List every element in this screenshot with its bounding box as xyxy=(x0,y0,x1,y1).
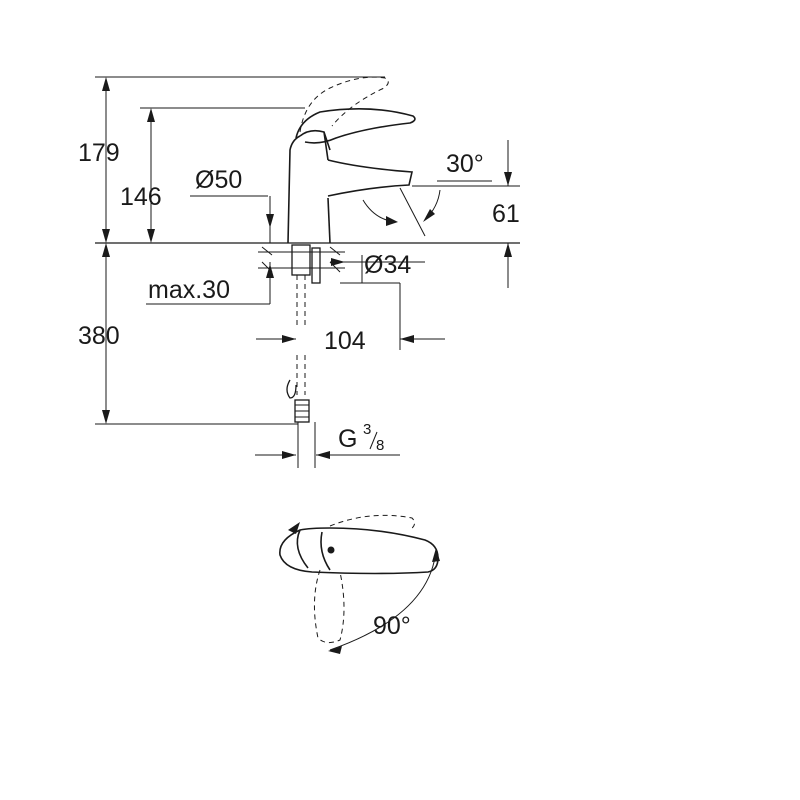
dimension-380: 380 xyxy=(78,243,120,424)
dimension-label-max30: max.30 xyxy=(148,276,230,304)
dimension-label-61: 61 xyxy=(492,200,520,228)
dimension-label-30deg: 30° xyxy=(446,150,484,178)
dimension-label-179: 179 xyxy=(78,139,120,167)
dimension-label-thread: G xyxy=(338,425,357,453)
dimension-d34: Ø34 xyxy=(330,251,425,283)
faucet-body xyxy=(287,76,416,244)
dimension-label-104: 104 xyxy=(324,327,366,355)
dimension-label-d50: Ø50 xyxy=(195,166,242,194)
top-view-body xyxy=(279,527,439,575)
dimension-146: 146 xyxy=(120,108,162,243)
top-view: 90° xyxy=(279,514,440,654)
dimension-label-d34: Ø34 xyxy=(364,251,411,279)
dimension-thread: G 3 8 xyxy=(255,421,400,459)
dimension-label-380: 380 xyxy=(78,322,120,350)
dimension-max30: max.30 xyxy=(146,262,274,305)
dimension-label-thread-denominator: 8 xyxy=(376,437,384,454)
dimension-61: 61 xyxy=(492,140,520,288)
dimension-label-90deg: 90° xyxy=(373,612,411,640)
side-view: 179 146 380 Ø50 max.30 xyxy=(78,76,520,468)
faucet-shank-hose xyxy=(258,244,345,468)
dimension-label-146: 146 xyxy=(120,183,162,211)
dimension-179: 179 xyxy=(78,77,120,243)
dimension-104: 104 xyxy=(256,327,445,355)
indicator-dot xyxy=(327,546,335,554)
dimension-d50: Ø50 xyxy=(190,166,274,243)
dimension-label-thread-numerator: 3 xyxy=(363,421,371,438)
dimension-30deg: 30° xyxy=(362,150,492,237)
